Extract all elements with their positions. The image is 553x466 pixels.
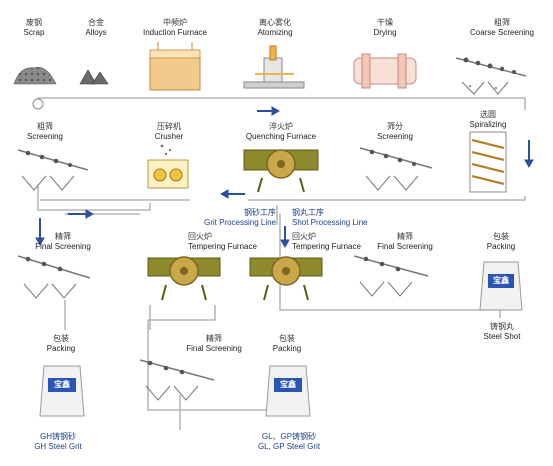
final-screening-2-illustration bbox=[353, 255, 429, 297]
drying-illustration bbox=[353, 53, 417, 89]
bag-logo-2: 宝鑫 bbox=[54, 380, 70, 389]
label-quenching-en: Quenching Furnace bbox=[245, 132, 317, 141]
label-packing-3: 包装 Packing bbox=[262, 334, 312, 354]
crusher-illustration bbox=[147, 144, 189, 189]
product-gl-gp-grit: GL、GP铸钢砂 GL, GP Steel Grit bbox=[244, 432, 334, 452]
screening-illustration bbox=[17, 149, 89, 191]
label-final-2: 精筛 Final Screening bbox=[370, 232, 440, 252]
final-screening-1-illustration bbox=[17, 255, 91, 299]
screening-2-illustration bbox=[359, 147, 433, 191]
final-screening-3-illustration bbox=[139, 359, 215, 401]
label-induction: 中频炉 Induction Furnace bbox=[132, 18, 218, 38]
scrap-pile-illustration bbox=[13, 67, 57, 85]
label-packing-2-zh: 包装 bbox=[53, 334, 69, 343]
label-packing-2-en: Packing bbox=[46, 344, 76, 353]
quenching-furnace-illustration bbox=[243, 149, 319, 193]
label-scrap-en: Scrap bbox=[23, 28, 45, 37]
direction-arrows bbox=[35, 106, 534, 249]
label-grit-line: 钢砂工序 Grit Processing Line bbox=[180, 208, 276, 228]
label-tempering-1-en: Tempering Furnace bbox=[188, 242, 257, 251]
alloys-illustration bbox=[79, 69, 109, 85]
spiralizing-illustration bbox=[469, 131, 507, 193]
label-atomizing: 离心雾化 Atomizing bbox=[240, 18, 310, 38]
product-gl-gp-grit-zh: GL、GP铸钢砂 bbox=[261, 432, 317, 441]
product-steel-shot: 铸钢丸 Steel Shot bbox=[470, 322, 534, 342]
label-final-3-en: Final Screening bbox=[186, 344, 242, 353]
start-marker bbox=[32, 98, 44, 110]
label-final-2-zh: 精筛 bbox=[397, 232, 413, 241]
label-scrap: 废钢 Scrap bbox=[14, 18, 54, 38]
label-spiralizing: 选圆 Spiralizing bbox=[458, 110, 518, 130]
label-screening-2-zh: 筛分 bbox=[387, 122, 403, 131]
label-screening-1-zh: 粗筛 bbox=[37, 122, 53, 131]
label-spiralizing-en: Spiralizing bbox=[469, 120, 507, 129]
coarse-screening-illustration bbox=[455, 57, 527, 95]
product-steel-shot-zh: 铸钢丸 bbox=[490, 322, 514, 331]
induction-furnace-illustration bbox=[149, 42, 201, 91]
label-screening-1: 粗筛 Screening bbox=[20, 122, 70, 142]
label-drying-zh: 干燥 bbox=[377, 18, 393, 27]
label-packing-1: 包装 Packing bbox=[476, 232, 526, 252]
label-alloys-en: Alloys bbox=[85, 28, 107, 37]
label-tempering-2: 回火炉 Tempering Furnace bbox=[292, 232, 378, 252]
label-spiralizing-zh: 选圆 bbox=[480, 110, 496, 119]
packing-bag-2-illustration bbox=[39, 365, 85, 417]
label-crusher-en: Crusher bbox=[154, 132, 184, 141]
label-final-3: 精筛 Final Screening bbox=[176, 334, 252, 354]
label-alloys: 合金 Alloys bbox=[76, 18, 116, 38]
label-final-2-en: Final Screening bbox=[377, 242, 433, 251]
label-drying: 干燥 Drying bbox=[360, 18, 410, 38]
atomizing-illustration bbox=[243, 45, 305, 89]
label-final-1: 精筛 Final Screening bbox=[28, 232, 98, 252]
label-final-3-zh: 精筛 bbox=[206, 334, 222, 343]
label-quenching-zh: 淬火炉 bbox=[269, 122, 293, 131]
product-gh-grit-zh: GH铸钢砂 bbox=[40, 432, 76, 441]
label-crusher: 压碎机 Crusher bbox=[144, 122, 194, 142]
packing-bag-1-illustration bbox=[479, 261, 523, 311]
label-induction-zh: 中频炉 bbox=[163, 18, 187, 27]
label-drying-en: Drying bbox=[373, 28, 397, 37]
label-packing-3-zh: 包装 bbox=[279, 334, 295, 343]
label-tempering-1: 回火炉 Tempering Furnace bbox=[188, 232, 274, 252]
label-packing-1-en: Packing bbox=[486, 242, 516, 251]
product-gh-grit-en: GH Steel Grit bbox=[34, 442, 82, 451]
label-quenching: 淬火炉 Quenching Furnace bbox=[236, 122, 326, 142]
label-tempering-2-zh: 回火炉 bbox=[292, 232, 316, 241]
label-final-1-zh: 精筛 bbox=[55, 232, 71, 241]
tempering-furnace-2-illustration bbox=[249, 256, 323, 301]
label-atomizing-en: Atomizing bbox=[257, 28, 293, 37]
label-packing-2: 包装 Packing bbox=[36, 334, 86, 354]
label-crusher-zh: 压碎机 bbox=[157, 122, 181, 131]
packing-bag-3-illustration bbox=[265, 365, 311, 417]
label-packing-1-zh: 包装 bbox=[493, 232, 509, 241]
label-coarse-en: Coarse Screening bbox=[469, 28, 535, 37]
tempering-furnace-1-illustration bbox=[147, 256, 221, 301]
bag-logo-3: 宝鑫 bbox=[280, 380, 296, 389]
label-final-1-en: Final Screening bbox=[35, 242, 91, 251]
product-gl-gp-grit-en: GL, GP Steel Grit bbox=[257, 442, 321, 451]
label-shot-line-zh: 钢丸工序 bbox=[292, 208, 324, 217]
label-scrap-zh: 废钢 bbox=[26, 18, 42, 27]
label-screening-2: 筛分 Screening bbox=[370, 122, 420, 142]
label-screening-1-en: Screening bbox=[26, 132, 64, 141]
label-coarse: 粗筛 Coarse Screening bbox=[460, 18, 544, 38]
product-gh-grit: GH铸钢砂 GH Steel Grit bbox=[18, 432, 98, 452]
label-alloys-zh: 合金 bbox=[88, 18, 104, 27]
label-screening-2-en: Screening bbox=[376, 132, 414, 141]
label-grit-line-en: Grit Processing Line bbox=[203, 218, 276, 227]
label-tempering-1-zh: 回火炉 bbox=[188, 232, 212, 241]
product-steel-shot-en: Steel Shot bbox=[483, 332, 521, 341]
label-atomizing-zh: 离心雾化 bbox=[259, 18, 291, 27]
label-coarse-zh: 粗筛 bbox=[494, 18, 510, 27]
label-induction-en: Induction Furnace bbox=[142, 28, 208, 37]
label-packing-3-en: Packing bbox=[272, 344, 302, 353]
label-tempering-2-en: Tempering Furnace bbox=[292, 242, 361, 251]
label-shot-line: 钢丸工序 Shot Processing Line bbox=[292, 208, 392, 228]
bag-logo-1: 宝鑫 bbox=[493, 276, 509, 285]
label-shot-line-en: Shot Processing Line bbox=[292, 218, 368, 227]
label-grit-line-zh: 钢砂工序 bbox=[244, 208, 276, 217]
